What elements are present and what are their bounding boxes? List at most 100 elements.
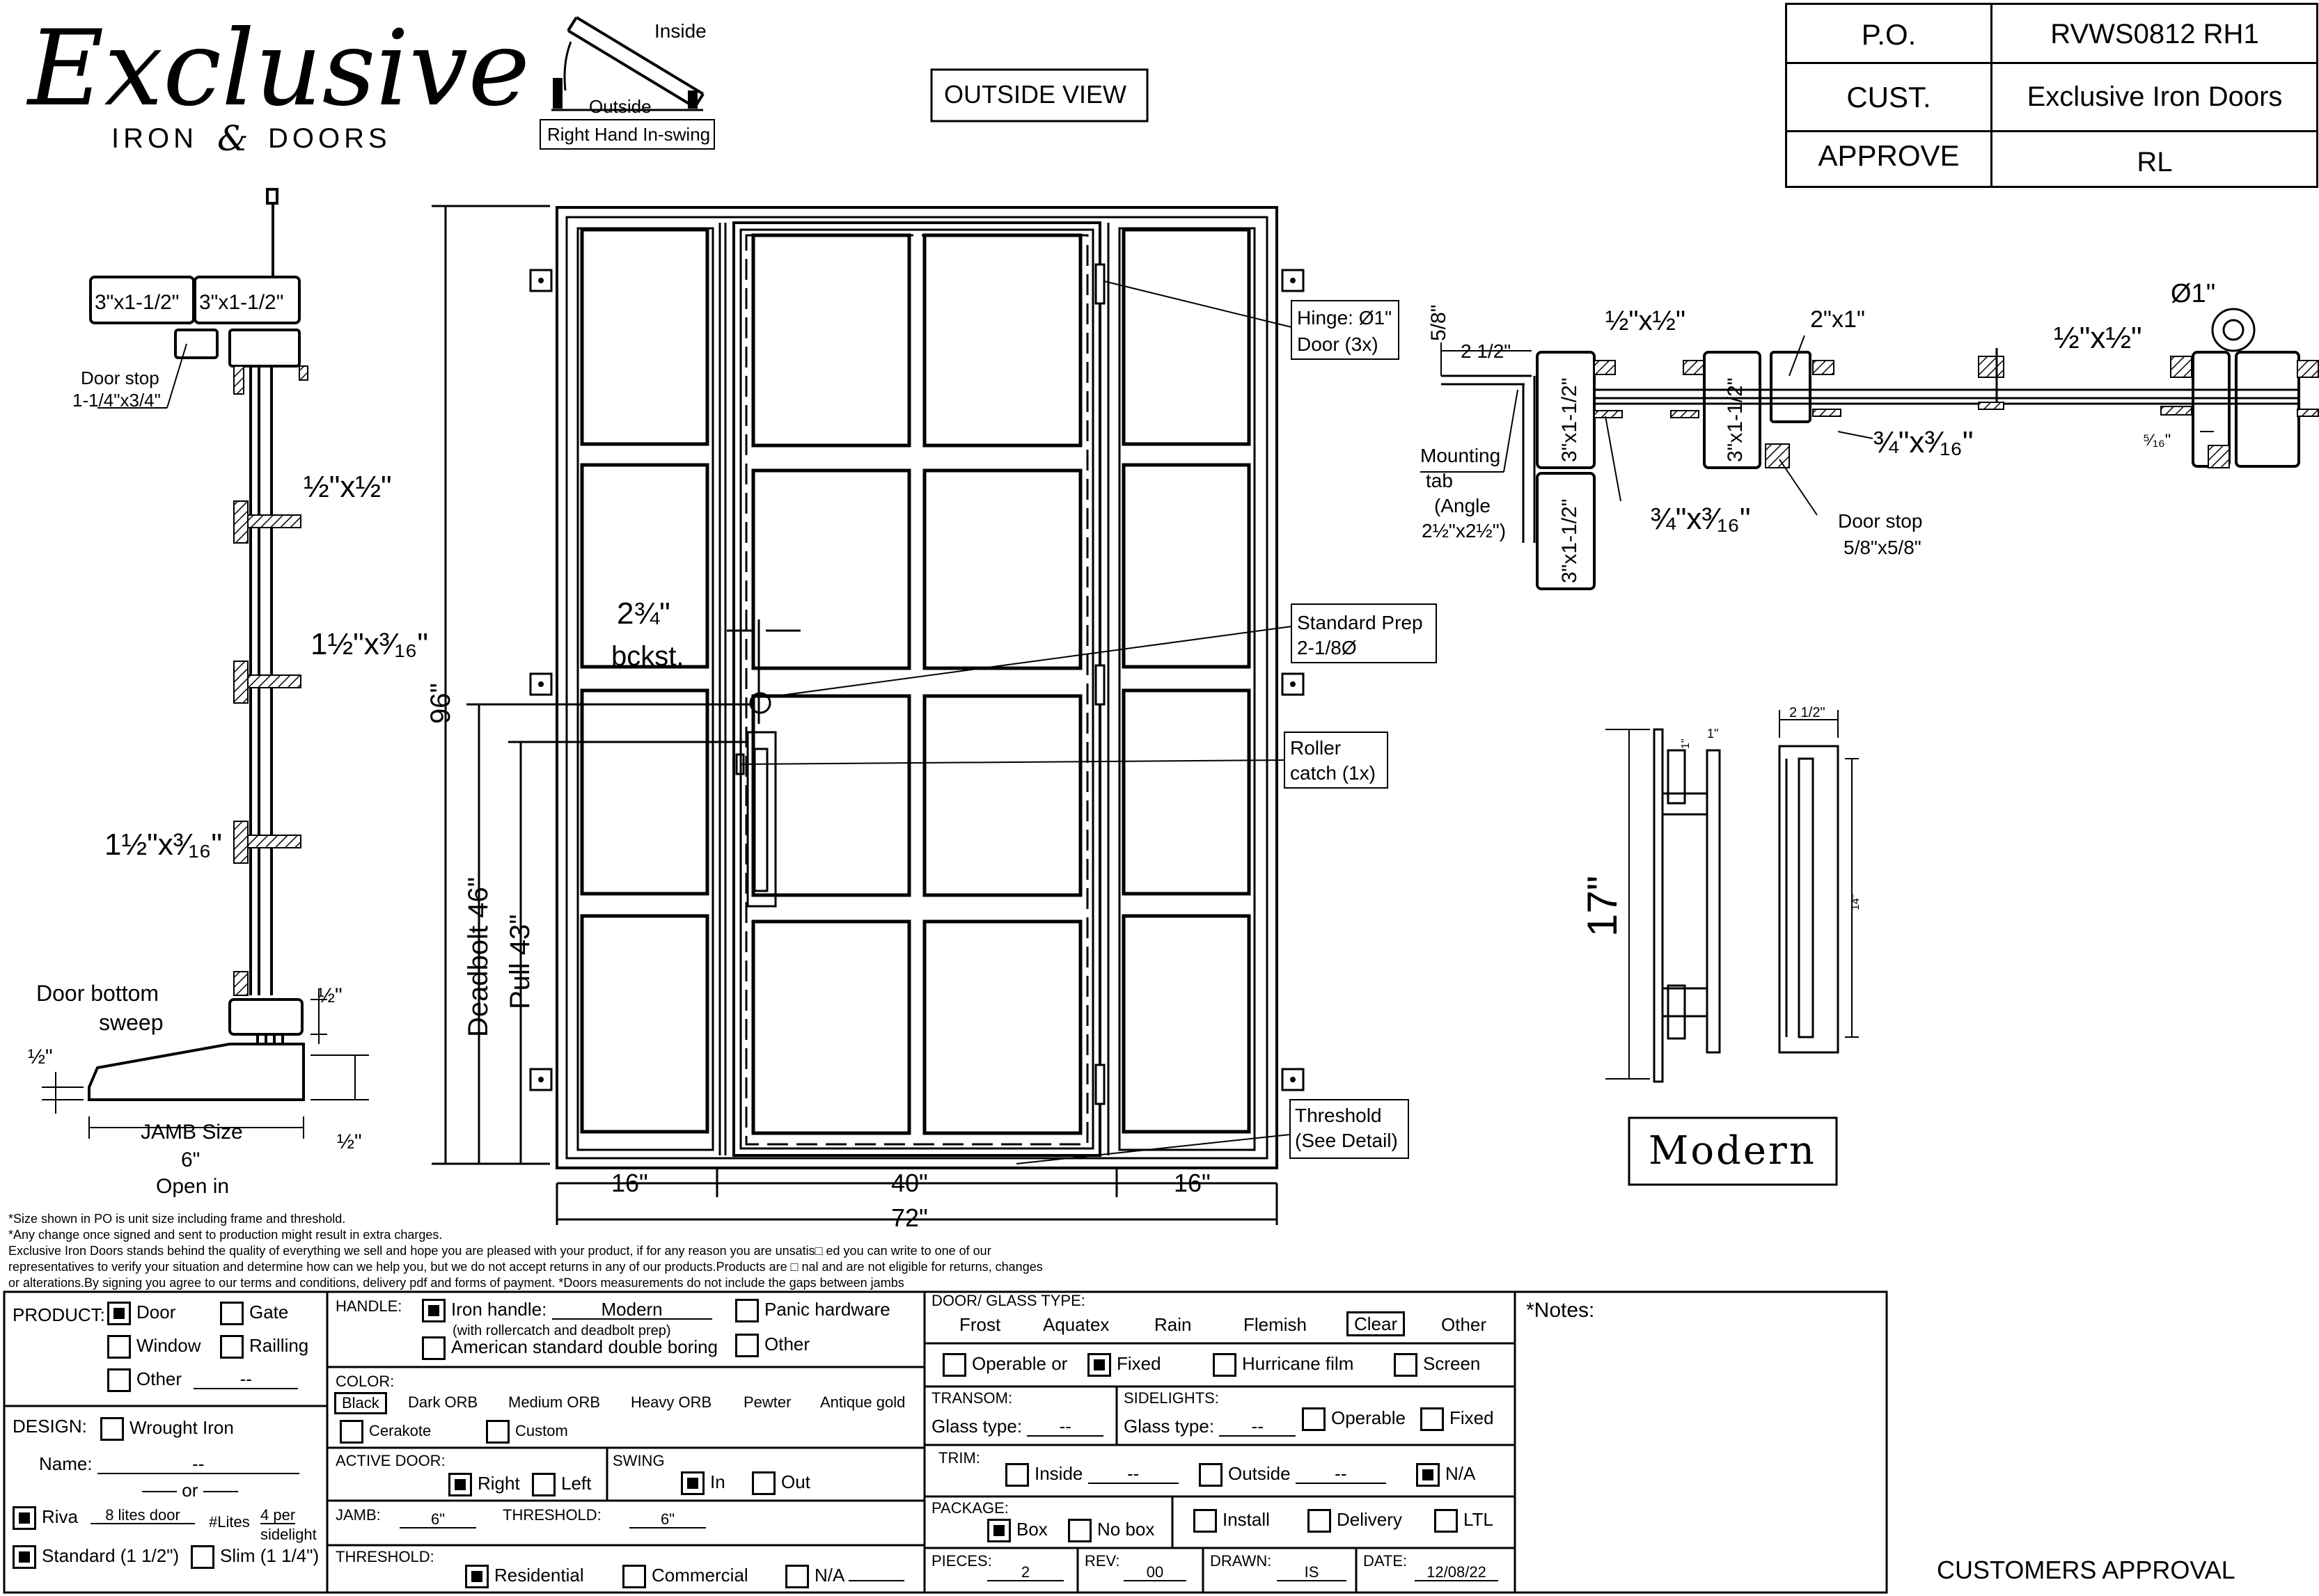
threshold-commercial[interactable]: Commercial: [622, 1565, 748, 1588]
na-checkbox[interactable]: [785, 1565, 809, 1588]
glass-other[interactable]: Other: [1441, 1314, 1487, 1335]
sidelights-glass[interactable]: Glass type: --: [1124, 1417, 1296, 1437]
railing-checkbox[interactable]: [220, 1335, 244, 1359]
delivery-checkbox[interactable]: [1307, 1509, 1331, 1533]
color-cerakote[interactable]: Cerakote: [340, 1420, 431, 1444]
residential-checkbox[interactable]: [465, 1565, 489, 1588]
package-delivery[interactable]: Delivery: [1307, 1509, 1402, 1533]
design-slim[interactable]: Slim (1 1/4"): [191, 1545, 319, 1569]
other-checkbox[interactable]: [107, 1368, 131, 1392]
cerakote-checkbox[interactable]: [340, 1420, 363, 1444]
glass-frost[interactable]: Frost: [959, 1314, 1001, 1335]
handle-panic[interactable]: Panic hardware: [735, 1299, 890, 1322]
color-black[interactable]: Black: [334, 1392, 387, 1414]
product-door[interactable]: Door: [107, 1302, 175, 1325]
glass-operable[interactable]: Operable or: [943, 1353, 1067, 1377]
customers-approval[interactable]: CUSTOMERS APPROVAL: [1937, 1556, 2235, 1584]
product-other[interactable]: Other --: [107, 1368, 299, 1392]
trim-outside-checkbox[interactable]: [1199, 1463, 1223, 1487]
trim-na-checkbox[interactable]: [1416, 1463, 1440, 1487]
design-riva[interactable]: Riva: [13, 1506, 78, 1530]
glass-rain[interactable]: Rain: [1154, 1314, 1192, 1335]
handle-iron[interactable]: Iron handle: Modern: [422, 1299, 712, 1322]
active-right[interactable]: Right: [448, 1473, 520, 1496]
terms-line: *Size shown in PO is unit size including…: [8, 1212, 346, 1226]
glass-hurricane[interactable]: Hurricane film: [1213, 1353, 1353, 1377]
american-checkbox[interactable]: [422, 1336, 446, 1360]
package-install[interactable]: Install: [1193, 1509, 1270, 1533]
gate-checkbox[interactable]: [220, 1302, 244, 1325]
color-antique-gold[interactable]: Antique gold: [820, 1393, 906, 1411]
operable-checkbox[interactable]: [943, 1353, 966, 1377]
color-dark-orb[interactable]: Dark ORB: [408, 1393, 478, 1411]
handle-detail: [1605, 710, 1859, 1186]
active-left[interactable]: Left: [532, 1473, 591, 1496]
glass-screen[interactable]: Screen: [1394, 1353, 1480, 1377]
sl-fixed-checkbox[interactable]: [1420, 1407, 1444, 1431]
design-standard[interactable]: Standard (1 1/2"): [13, 1545, 179, 1569]
svg-text:½": ½": [317, 984, 343, 1007]
commercial-checkbox[interactable]: [622, 1565, 646, 1588]
in-checkbox[interactable]: [681, 1471, 705, 1495]
handle-other-checkbox[interactable]: [735, 1334, 759, 1357]
threshold-residential[interactable]: Residential: [465, 1565, 584, 1588]
trim-inside-checkbox[interactable]: [1005, 1463, 1029, 1487]
trim-inside[interactable]: Inside --: [1005, 1463, 1179, 1487]
jamb-section: [42, 188, 369, 1139]
sl-operable-checkbox[interactable]: [1302, 1407, 1326, 1431]
custom-checkbox[interactable]: [486, 1420, 510, 1444]
install-checkbox[interactable]: [1193, 1509, 1217, 1533]
rev-value: 00: [1124, 1565, 1186, 1581]
riva-checkbox[interactable]: [13, 1506, 36, 1530]
color-pewter[interactable]: Pewter: [744, 1393, 792, 1411]
product-railing[interactable]: Railling: [220, 1335, 308, 1359]
screen-checkbox[interactable]: [1394, 1353, 1417, 1377]
svg-text:2"x1": 2"x1": [1810, 306, 1865, 333]
trim-outside[interactable]: Outside --: [1199, 1463, 1386, 1487]
ltl-checkbox[interactable]: [1434, 1509, 1458, 1533]
out-checkbox[interactable]: [752, 1471, 776, 1495]
threshold-na[interactable]: N/A: [785, 1565, 905, 1588]
color-medium-orb[interactable]: Medium ORB: [508, 1393, 601, 1411]
design-wrought[interactable]: Wrought Iron: [100, 1417, 234, 1441]
handle-other[interactable]: Other: [735, 1334, 810, 1357]
right-checkbox[interactable]: [448, 1473, 472, 1496]
swing-out[interactable]: Out: [752, 1471, 810, 1495]
color-custom[interactable]: Custom: [486, 1420, 568, 1444]
product-gate[interactable]: Gate: [220, 1302, 288, 1325]
po-value: RVWS0812 RH1: [2050, 19, 2259, 49]
transom-glass[interactable]: Glass type: --: [931, 1417, 1104, 1437]
design-name[interactable]: Name: --: [39, 1455, 299, 1474]
handle-american[interactable]: American standard double boring: [422, 1336, 718, 1360]
hurricane-checkbox[interactable]: [1213, 1353, 1236, 1377]
window-checkbox[interactable]: [107, 1335, 131, 1359]
box-checkbox[interactable]: [987, 1519, 1011, 1542]
svg-text:1": 1": [1680, 738, 1692, 749]
trim-na[interactable]: N/A: [1416, 1463, 1475, 1487]
iron-handle-checkbox[interactable]: [422, 1299, 446, 1322]
svg-text:½": ½": [337, 1130, 362, 1153]
left-checkbox[interactable]: [532, 1473, 556, 1496]
product-window[interactable]: Window: [107, 1335, 201, 1359]
svg-text:(Angle: (Angle: [1434, 495, 1491, 516]
wrought-checkbox[interactable]: [100, 1417, 124, 1441]
panic-checkbox[interactable]: [735, 1299, 759, 1322]
nobox-checkbox[interactable]: [1068, 1519, 1092, 1542]
active-door-label: ACTIVE DOOR:: [336, 1452, 446, 1469]
fixed-checkbox[interactable]: [1087, 1353, 1111, 1377]
swing-in[interactable]: In: [681, 1471, 725, 1495]
package-nobox[interactable]: No box: [1068, 1519, 1154, 1542]
glass-clear[interactable]: Clear: [1346, 1311, 1406, 1336]
color-heavy-orb[interactable]: Heavy ORB: [631, 1393, 712, 1411]
package-box[interactable]: Box: [987, 1519, 1048, 1542]
standard-checkbox[interactable]: [13, 1545, 36, 1569]
glass-flemish[interactable]: Flemish: [1243, 1314, 1307, 1335]
glass-fixed[interactable]: Fixed: [1087, 1353, 1161, 1377]
svg-text:½"x½": ½"x½": [304, 470, 392, 504]
package-ltl[interactable]: LTL: [1434, 1509, 1493, 1533]
sidelights-operable[interactable]: Operable: [1302, 1407, 1406, 1431]
door-checkbox[interactable]: [107, 1302, 131, 1325]
glass-aquatex[interactable]: Aquatex: [1043, 1314, 1110, 1335]
slim-checkbox[interactable]: [191, 1545, 214, 1569]
sidelights-fixed[interactable]: Fixed: [1420, 1407, 1494, 1431]
